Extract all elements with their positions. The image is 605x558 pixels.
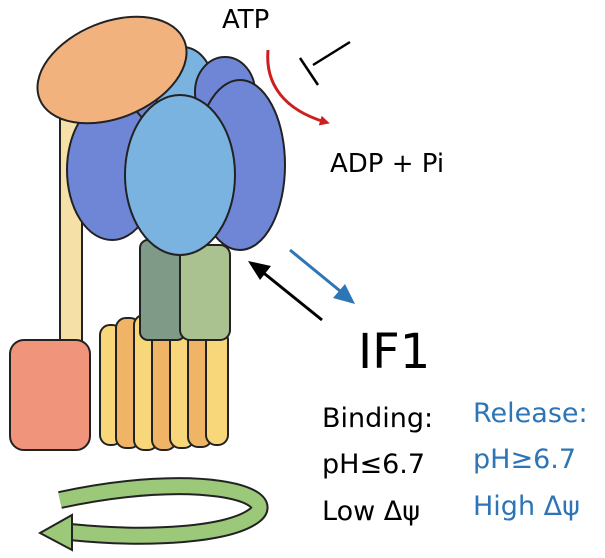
rotation-arrow-head bbox=[37, 513, 73, 552]
binding-title: Binding: bbox=[322, 403, 433, 434]
binding-potential: Low Δψ bbox=[322, 496, 420, 527]
binding-arrow bbox=[248, 261, 323, 322]
release-potential: High Δψ bbox=[473, 491, 580, 522]
inhibition-symbol bbox=[298, 40, 351, 86]
release-arrow bbox=[289, 248, 355, 304]
rotation-arrow bbox=[37, 477, 269, 552]
release-title: Release: bbox=[473, 398, 588, 429]
atp-hydrolysis-arrow bbox=[266, 49, 330, 126]
release-ph: pH≥6.7 bbox=[473, 444, 576, 475]
if1-label: IF1 bbox=[358, 324, 430, 380]
c-ring bbox=[99, 314, 229, 451]
binding-ph: pH≤6.7 bbox=[322, 449, 425, 480]
central-stalk-epsilon bbox=[179, 244, 231, 341]
adp-pi-label: ADP + Pi bbox=[330, 149, 444, 179]
delta-subunit-cap bbox=[36, 15, 188, 125]
atp-label: ATP bbox=[222, 5, 269, 35]
a-subunit bbox=[9, 339, 91, 451]
